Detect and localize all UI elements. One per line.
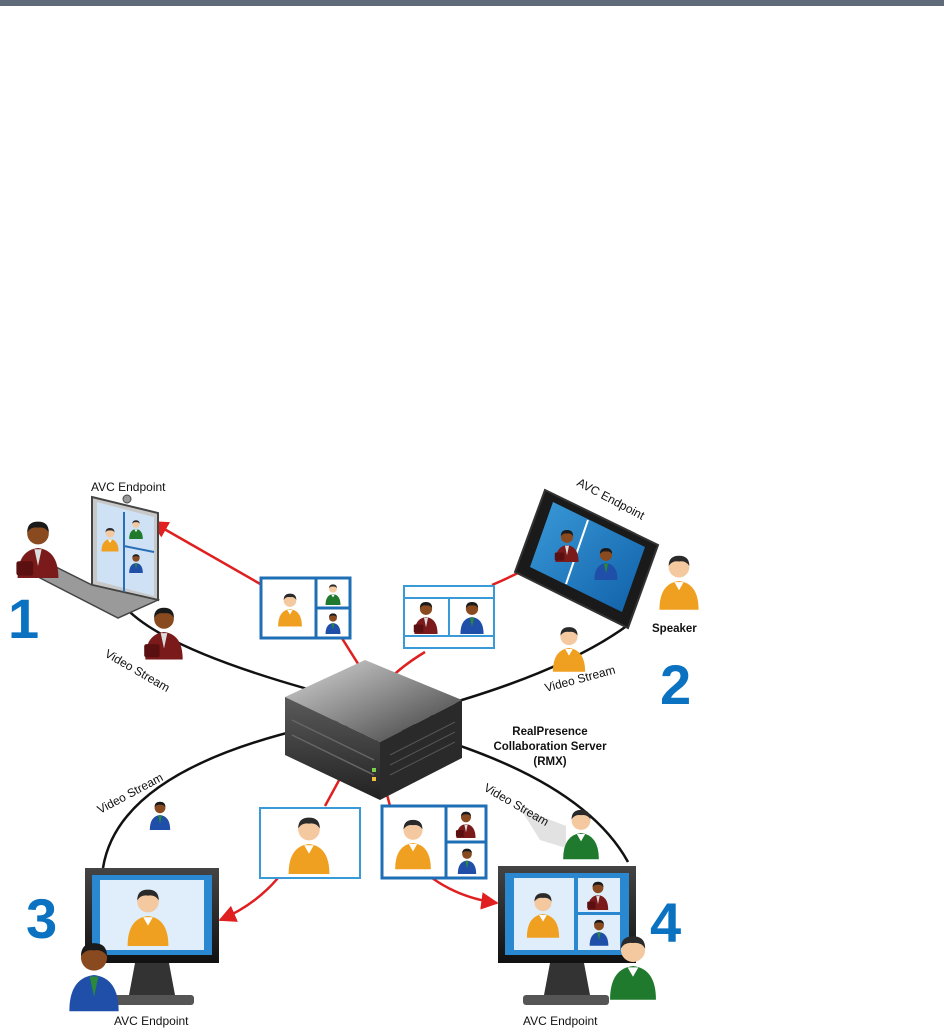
stream3-label: Video Stream (95, 770, 166, 816)
endpoint-number-3: 3 (26, 887, 57, 950)
stream4-label: Video Stream (482, 780, 552, 828)
server-label-line2: Collaboration Server (493, 741, 607, 753)
speaker-label: Speaker (652, 623, 697, 635)
server-label-line1: RealPresence (512, 726, 587, 738)
endpoint-number-4: 4 (650, 891, 681, 954)
person-icon-stream3 (150, 802, 170, 830)
endpoint-number-2: 2 (660, 653, 691, 716)
out-line-1b (152, 522, 262, 585)
endpoint1-label: AVC Endpoint (91, 480, 166, 494)
endpoint3-label: AVC Endpoint (114, 1014, 189, 1028)
person-icon-stream2 (553, 627, 585, 672)
layout-frame-4 (382, 806, 486, 878)
endpoint-number-1: 1 (8, 587, 39, 650)
person-icon-stream1 (144, 608, 183, 660)
layout-frame-1 (261, 578, 350, 638)
out-line-4b (432, 878, 497, 903)
endpoint4-label: AVC Endpoint (523, 1014, 598, 1028)
layout-frame-3 (260, 808, 360, 878)
server-label-line3: (RMX) (533, 756, 566, 768)
person-icon-speaker (659, 556, 698, 610)
layout-frame-2 (404, 586, 494, 648)
laptop-icon (40, 495, 158, 618)
out-line-3b (220, 878, 278, 920)
person-icon-user1 (16, 522, 58, 578)
server-icon (285, 660, 462, 800)
